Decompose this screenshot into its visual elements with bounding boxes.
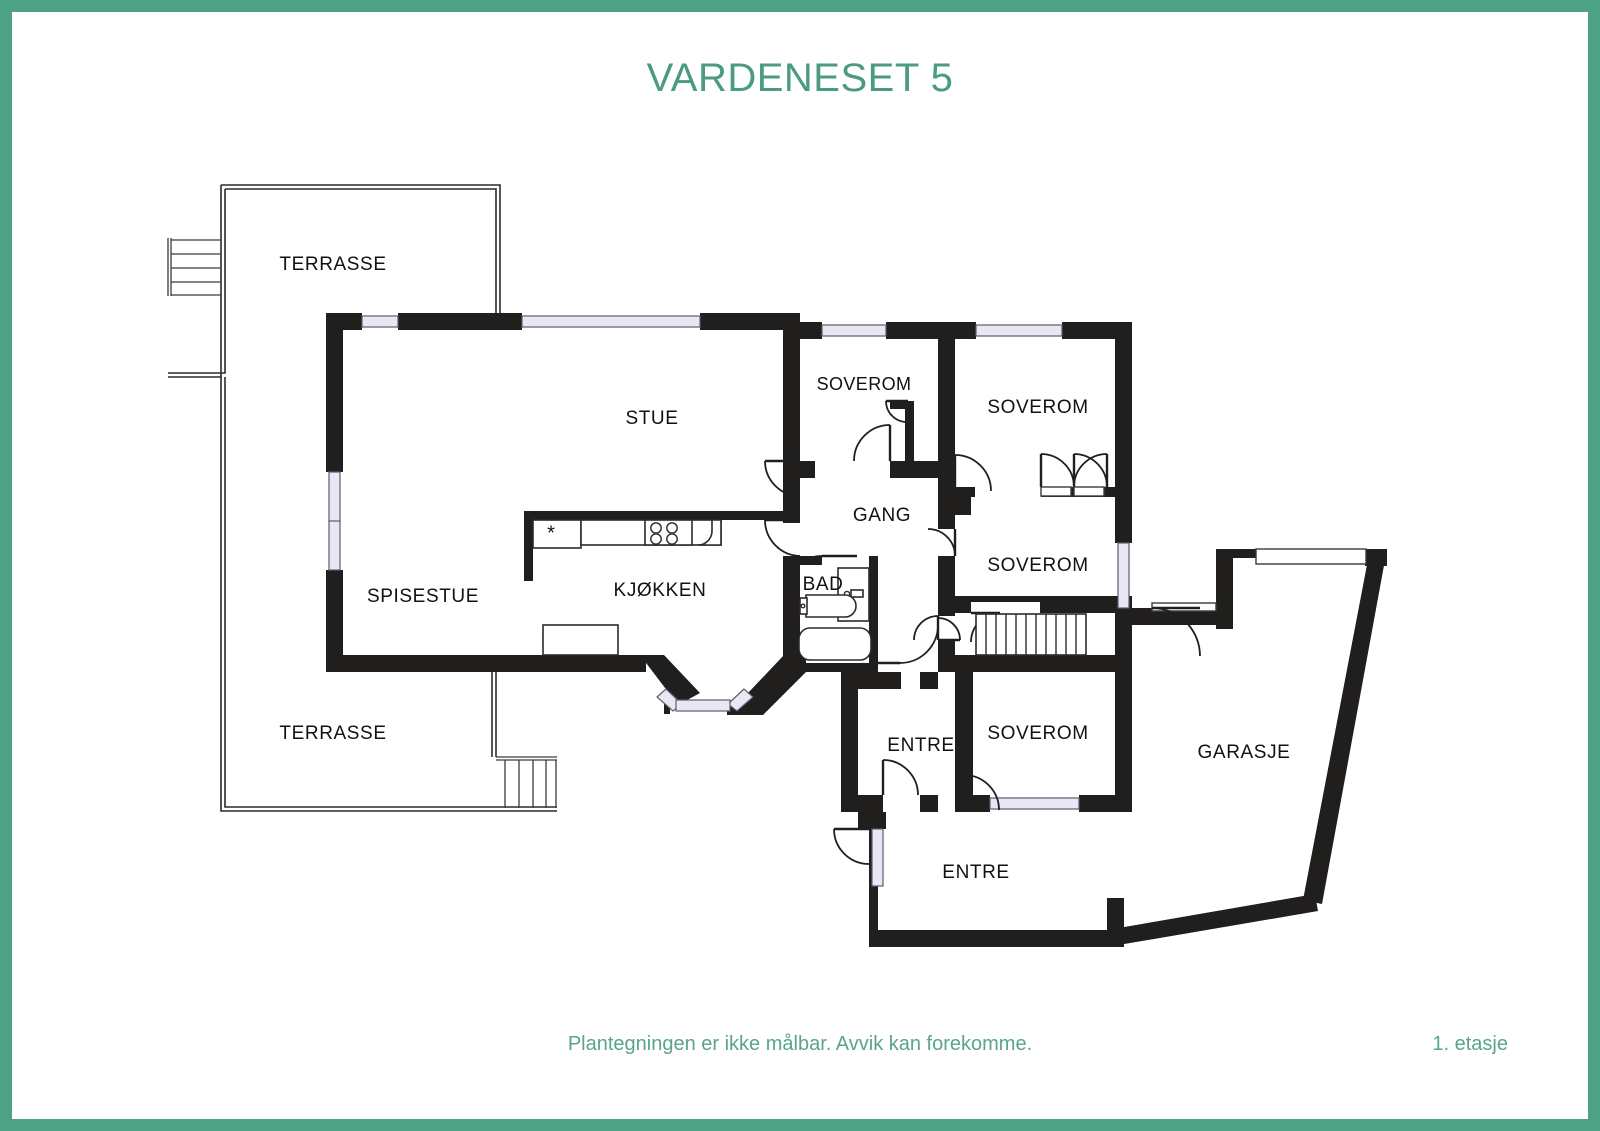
windows — [328, 315, 1130, 887]
footer-disclaimer: Plantegningen er ikke målbar. Avvik kan … — [567, 1033, 1033, 1055]
fridge-mark: * — [547, 522, 555, 544]
room-label-kjokken: KJØKKEN — [614, 580, 707, 601]
room-label-garasje: GARASJE — [1198, 742, 1291, 763]
room-label-soverom-2: SOVEROM — [987, 397, 1088, 418]
house-walls — [326, 313, 1387, 947]
terrace-steps-bottom — [496, 756, 557, 808]
room-label-soverom-3: SOVEROM — [987, 555, 1088, 576]
kitchen-counter: * — [532, 519, 722, 549]
room-label-soverom-1: SOVEROM — [817, 374, 912, 394]
bay-window — [656, 688, 754, 712]
bath-fixtures — [798, 567, 872, 661]
terrace-outline-bottom — [220, 377, 557, 812]
dining-cabinet — [542, 624, 619, 656]
interior-staircase — [975, 613, 1087, 656]
terrace-steps-top — [167, 238, 221, 296]
room-labels: TERRASSE STUE SPISESTUE KJØKKEN SOVEROM … — [279, 254, 1291, 883]
room-label-spisestue: SPISESTUE — [367, 586, 479, 607]
footer-floor-label: 1. etasje — [1432, 1033, 1508, 1055]
room-label-terrasse-top: TERRASSE — [279, 254, 386, 275]
room-label-gang: GANG — [853, 505, 911, 526]
room-label-soverom-4: SOVEROM — [987, 723, 1088, 744]
room-label-entre-main: ENTRE — [942, 862, 1009, 883]
room-label-entre-small: ENTRE — [887, 735, 954, 756]
room-label-terrasse-bottom: TERRASSE — [279, 723, 386, 744]
room-label-bad: BAD — [803, 574, 844, 595]
doors — [764, 399, 1201, 865]
page-title: VARDENESET 5 — [646, 56, 954, 100]
room-label-stue: STUE — [625, 408, 678, 429]
